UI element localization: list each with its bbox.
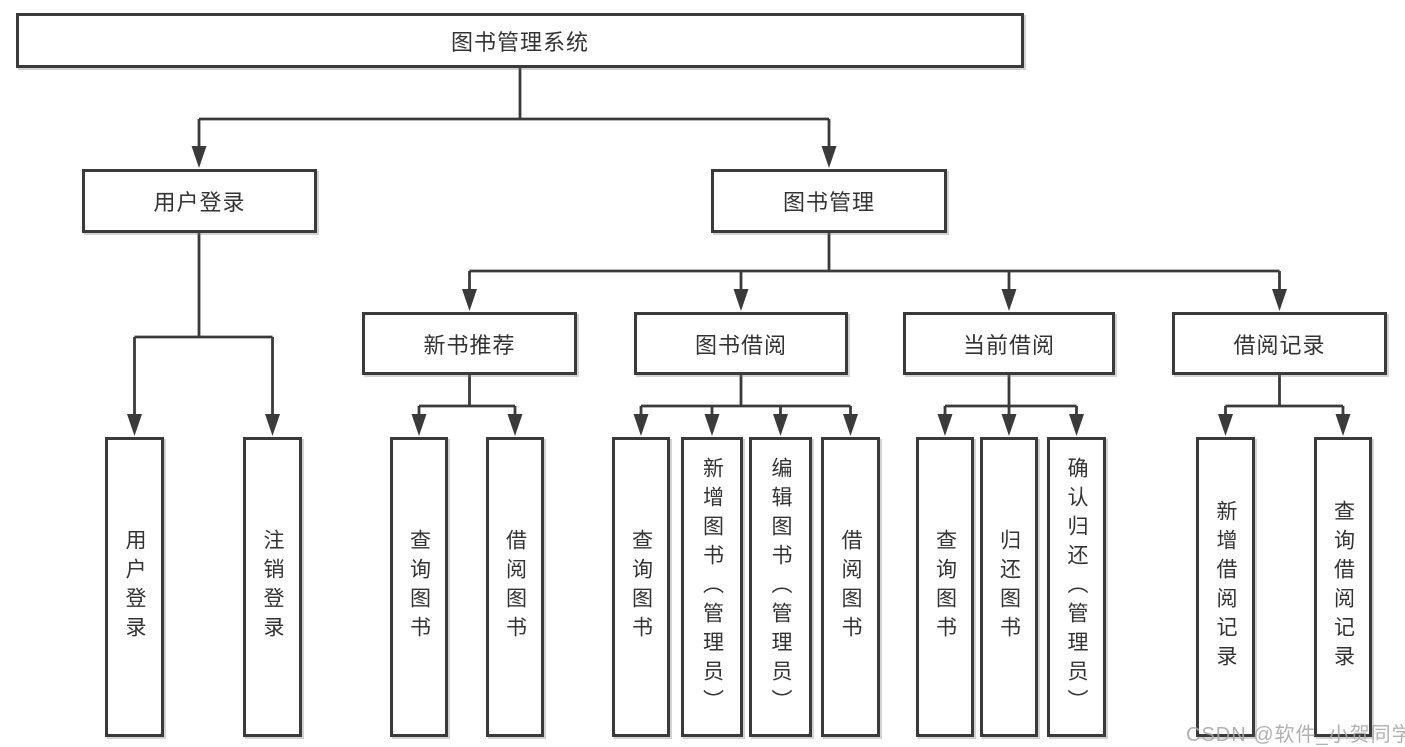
arrow-down-icon bbox=[773, 414, 788, 436]
connector-new-book-rec-to-leaves bbox=[411, 375, 523, 436]
leaf-label: 查询图书 bbox=[629, 529, 653, 645]
node-label: 图书管理系统 bbox=[450, 29, 589, 55]
leaf-label: 借阅图书 bbox=[503, 529, 527, 645]
connector-user-login-to-leaves bbox=[127, 233, 280, 436]
leaf-label: 查询图书 bbox=[407, 529, 431, 645]
connector-book-mgmt-to-level3 bbox=[462, 233, 1287, 311]
leaf-confirm-return-admin: 确认归还（管理员） bbox=[1047, 437, 1106, 737]
node-root-library-system: 图书管理系统 bbox=[16, 13, 1024, 68]
node-label: 新书推荐 bbox=[423, 332, 516, 358]
leaf-label: 新增图书（管理员） bbox=[700, 456, 724, 718]
connector-borrow-records-to-leaves bbox=[1218, 375, 1351, 436]
node-user-login: 用户登录 bbox=[82, 169, 317, 233]
arrow-down-icon bbox=[1218, 414, 1233, 436]
leaf-query-books-borrow: 查询图书 bbox=[612, 437, 670, 737]
node-book-management: 图书管理 bbox=[711, 169, 947, 233]
connector-book-borrow-to-leaves bbox=[633, 375, 858, 436]
arrow-down-icon bbox=[507, 414, 523, 436]
arrow-down-icon bbox=[733, 289, 749, 311]
node-label: 当前借阅 bbox=[962, 332, 1055, 358]
arrow-down-icon bbox=[1272, 289, 1287, 311]
arrow-down-icon bbox=[1069, 414, 1084, 436]
arrow-down-icon bbox=[191, 146, 207, 168]
leaf-label: 查询借阅记录 bbox=[1331, 500, 1355, 674]
leaf-label: 查询图书 bbox=[933, 529, 957, 645]
leaf-label: 用户登录 bbox=[123, 529, 146, 645]
leaf-user-login: 用户登录 bbox=[105, 437, 164, 737]
leaf-edit-books-admin: 编辑图书（管理员） bbox=[749, 437, 812, 737]
leaf-label: 编辑图书（管理员） bbox=[769, 456, 792, 718]
arrow-down-icon bbox=[411, 414, 427, 436]
arrow-down-icon bbox=[937, 414, 953, 436]
node-label: 借阅记录 bbox=[1233, 332, 1326, 358]
arrow-down-icon bbox=[633, 414, 649, 436]
arrow-down-icon bbox=[462, 289, 477, 311]
arrow-down-icon bbox=[1001, 289, 1017, 311]
connector-root-to-level2 bbox=[191, 68, 837, 168]
leaf-borrow-books-recommend: 借阅图书 bbox=[486, 437, 544, 737]
node-label: 图书管理 bbox=[782, 190, 875, 215]
leaf-add-borrow-record: 新增借阅记录 bbox=[1196, 437, 1255, 737]
leaf-borrow-books: 借阅图书 bbox=[821, 437, 880, 737]
node-label: 用户登录 bbox=[153, 190, 246, 215]
arrow-down-icon bbox=[127, 414, 142, 436]
arrow-down-icon bbox=[704, 414, 720, 436]
node-new-book-recommend: 新书推荐 bbox=[362, 312, 577, 375]
csdn-watermark: CSDN @软件_小贺同学 bbox=[1186, 724, 1405, 746]
arrow-down-icon bbox=[821, 146, 837, 168]
leaf-query-books-recommend: 查询图书 bbox=[390, 437, 448, 737]
node-current-borrow: 当前借阅 bbox=[903, 312, 1115, 375]
leaf-query-books-current: 查询图书 bbox=[916, 437, 974, 737]
node-borrow-records: 借阅记录 bbox=[1172, 312, 1387, 375]
node-label: 图书借阅 bbox=[694, 332, 787, 358]
arrow-down-icon bbox=[1335, 414, 1351, 436]
leaf-label: 确认归还（管理员） bbox=[1065, 456, 1088, 718]
connector-current-borrow-to-leaves bbox=[937, 375, 1084, 436]
leaf-label: 借阅图书 bbox=[839, 529, 862, 645]
leaf-return-books: 归还图书 bbox=[980, 437, 1038, 737]
leaf-label: 归还图书 bbox=[997, 529, 1021, 645]
arrow-down-icon bbox=[1001, 414, 1017, 436]
leaf-logout: 注销登录 bbox=[243, 437, 302, 737]
leaf-query-borrow-record: 查询借阅记录 bbox=[1314, 437, 1372, 737]
leaf-label: 新增借阅记录 bbox=[1214, 500, 1237, 674]
leaf-add-books-admin: 新增图书（管理员） bbox=[681, 437, 743, 737]
node-book-borrow: 图书借阅 bbox=[634, 312, 848, 375]
arrow-down-icon bbox=[265, 414, 280, 436]
leaf-label: 注销登录 bbox=[261, 529, 284, 645]
arrow-down-icon bbox=[843, 414, 858, 436]
